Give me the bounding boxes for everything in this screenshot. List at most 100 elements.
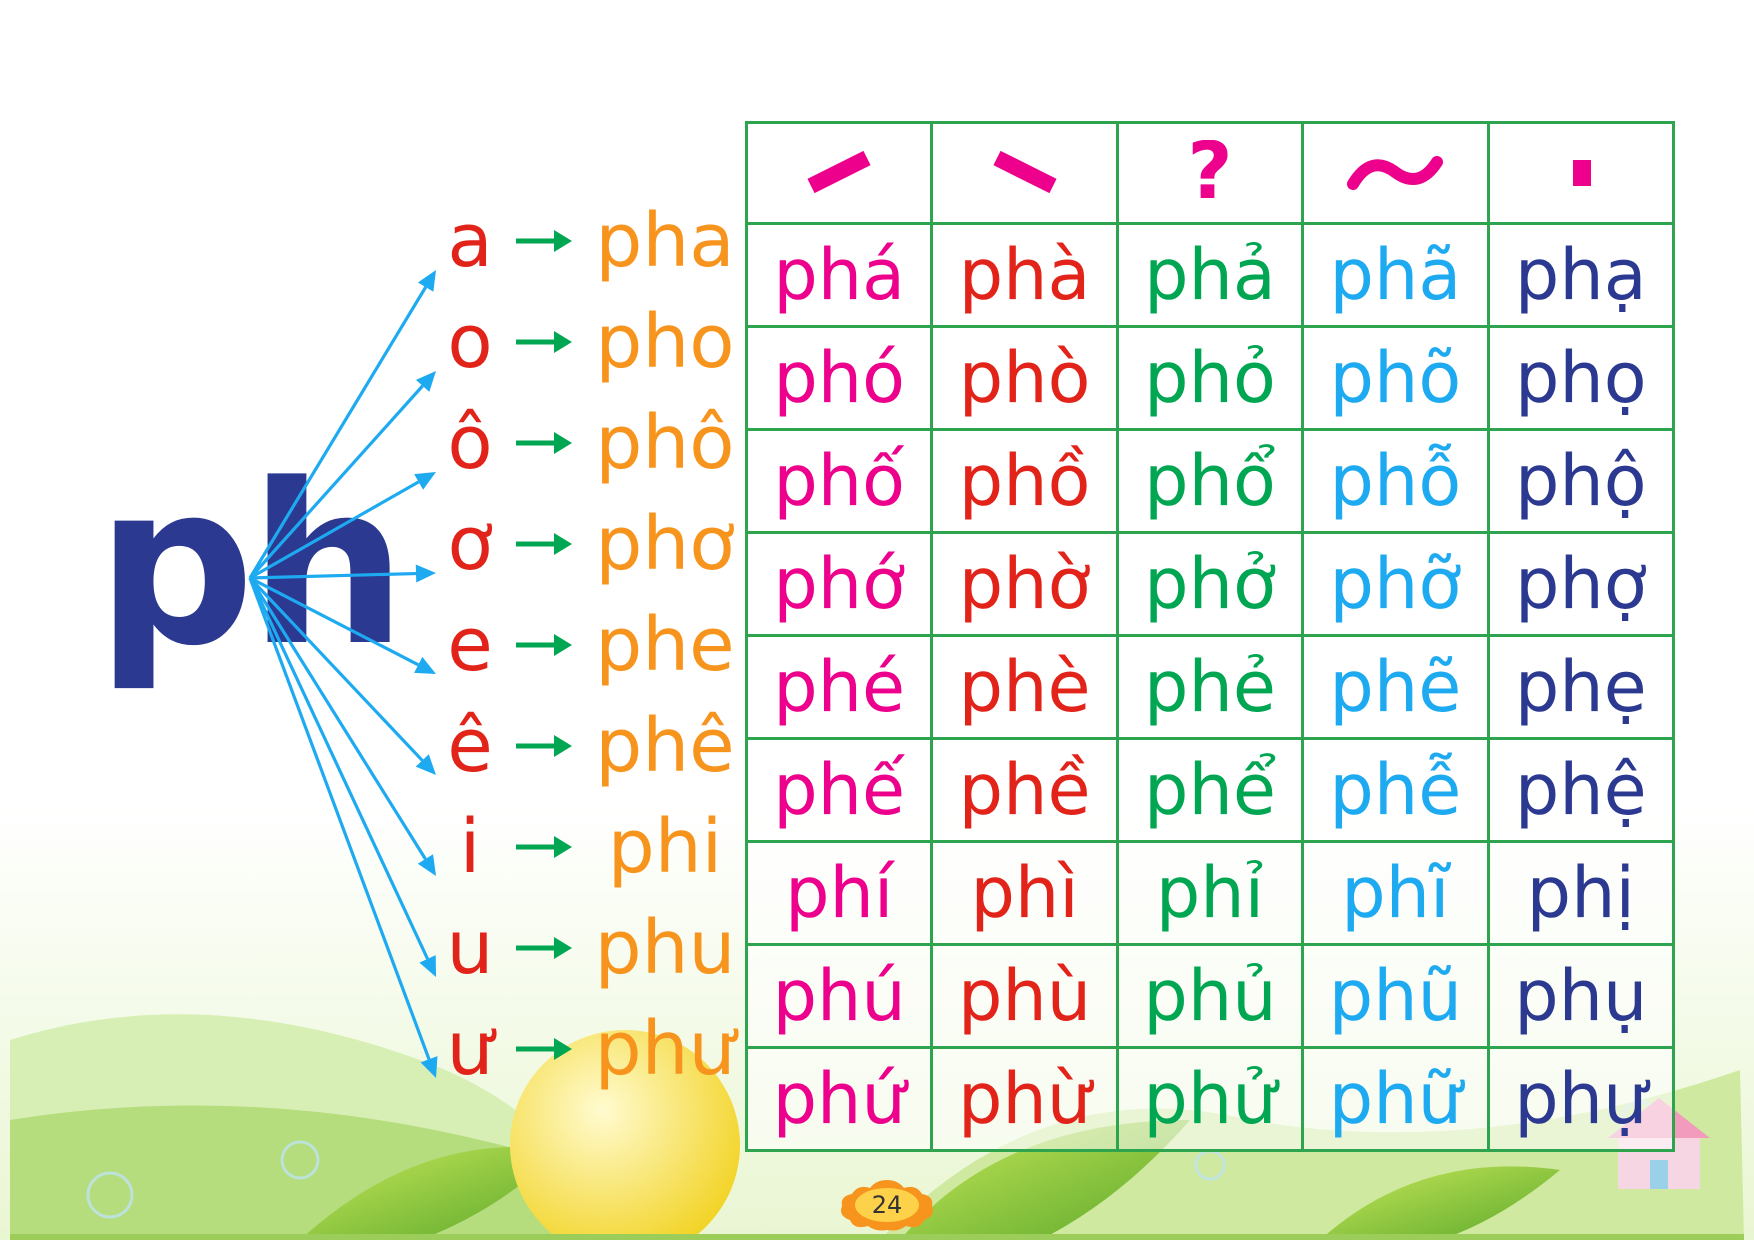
tone-syllable: phò <box>958 337 1091 419</box>
svg-text:?: ? <box>1187 140 1232 206</box>
tone-syllable-cell: phỉ <box>1115 840 1305 946</box>
tone-syllable: phá <box>773 234 906 316</box>
green-arrow-icon <box>516 230 572 252</box>
tone-syllable-cell: phà <box>930 222 1119 328</box>
tone-header-cell <box>744 121 934 225</box>
tone-syllable-cell: phề <box>930 737 1119 843</box>
page-number: 24 <box>871 1191 903 1219</box>
consonant-label: ph <box>96 437 407 695</box>
tone-syllable-cell: phế <box>744 737 934 843</box>
tone-header-cell: ? <box>1115 121 1305 225</box>
tone-syllable-cell: phỏ <box>1115 325 1305 431</box>
tone-syllable: phề <box>958 749 1091 831</box>
tone-syllable: phệ <box>1514 749 1647 831</box>
tone-syllable-cell: phố <box>744 428 934 534</box>
tone-syllable-cell: phữ <box>1301 1046 1490 1152</box>
tone-syllable: phồ <box>958 440 1091 522</box>
green-arrow-icon <box>516 836 572 858</box>
sac-mark-icon <box>807 150 871 194</box>
tone-syllable-cell: phũ <box>1301 943 1490 1049</box>
tone-syllable: phẹ <box>1514 646 1647 728</box>
tone-syllable-cell: phồ <box>930 428 1119 534</box>
tone-syllable-cell: phì <box>930 840 1119 946</box>
tone-syllable: phé <box>773 646 906 728</box>
tone-syllable: phể <box>1144 749 1276 831</box>
tone-syllable-cell: phở <box>1115 531 1305 637</box>
tone-syllable: phỏ <box>1144 337 1276 419</box>
tone-header-cell <box>930 121 1119 225</box>
syllable-label: phô <box>595 400 735 486</box>
flower-badge-icon <box>841 1180 933 1231</box>
hoi-mark-icon: ? <box>1187 140 1232 206</box>
tone-syllable-cell: phứ <box>744 1046 934 1152</box>
tone-syllable: phú <box>772 955 906 1037</box>
tone-syllable: phủ <box>1143 955 1277 1037</box>
syllable-label: pho <box>595 299 735 385</box>
tone-syllable-cell: phễ <box>1301 737 1490 843</box>
tone-syllable-cell: phọ <box>1486 325 1676 431</box>
tone-syllable-cell: phé <box>744 634 934 740</box>
tone-syllable-cell: phó <box>744 325 934 431</box>
tone-syllable-cell: phẹ <box>1486 634 1676 740</box>
tone-syllable: phọ <box>1514 337 1647 419</box>
tone-syllable-cell: phộ <box>1486 428 1676 534</box>
tone-syllable-cell: phể <box>1115 737 1305 843</box>
tone-syllable: phứ <box>772 1058 906 1140</box>
tone-syllable-cell: phụ <box>1486 943 1676 1049</box>
tone-syllable: phả <box>1144 234 1276 316</box>
vowel-label: e <box>447 602 493 688</box>
tone-syllable-cell: phử <box>1115 1046 1305 1152</box>
tone-syllable-cell: phá <box>744 222 934 328</box>
vowel-label: ô <box>447 400 493 486</box>
tone-syllable: phế <box>773 749 906 831</box>
tone-syllable: phừ <box>958 1058 1092 1140</box>
tone-syllable: phỉ <box>1155 852 1265 934</box>
tone-syllable: phí <box>785 852 894 934</box>
green-arrow-icon <box>516 533 572 555</box>
syllable-label: pha <box>595 198 735 284</box>
syllable-label: phê <box>595 703 735 789</box>
tone-syllable-cell: phò <box>930 325 1119 431</box>
tone-syllable: phù <box>958 955 1092 1037</box>
tone-header-cell <box>1486 121 1676 225</box>
vowel-label: i <box>459 804 481 890</box>
tone-syllable: phì <box>970 852 1079 934</box>
tone-syllable: phị <box>1526 852 1635 934</box>
syllable-label: phu <box>594 905 736 991</box>
tone-syllable: phở <box>1144 543 1276 625</box>
tone-syllable: phỡ <box>1329 543 1462 625</box>
huyen-mark-icon <box>993 150 1057 194</box>
tone-syllable: phớ <box>773 543 906 625</box>
tone-syllable-cell: phẽ <box>1301 634 1490 740</box>
tone-syllable: phỗ <box>1329 440 1462 522</box>
tone-syllable-cell: phĩ <box>1301 840 1490 946</box>
tone-syllable-cell: phị <box>1486 840 1676 946</box>
tone-syllable: phử <box>1143 1058 1277 1140</box>
tone-syllable: phẽ <box>1329 646 1462 728</box>
tone-syllable: phũ <box>1328 955 1462 1037</box>
green-arrow-icon <box>516 432 572 454</box>
tone-syllable-cell: phỗ <box>1301 428 1490 534</box>
nga-mark-icon <box>1347 156 1444 190</box>
yellow-fruit <box>510 1030 740 1240</box>
tone-syllable: phờ <box>958 543 1091 625</box>
tone-syllable: phổ <box>1144 440 1276 522</box>
syllable-label: phe <box>595 602 735 688</box>
page-number-badge: 24 <box>840 1178 934 1232</box>
vowel-label: ơ <box>447 501 493 587</box>
tone-syllable-cell: phỡ <box>1301 531 1490 637</box>
vowel-row: ô phô <box>430 393 734 493</box>
tone-syllable-cell: phờ <box>930 531 1119 637</box>
vowel-label: a <box>447 198 493 284</box>
vowel-label: ư <box>446 1006 494 1092</box>
